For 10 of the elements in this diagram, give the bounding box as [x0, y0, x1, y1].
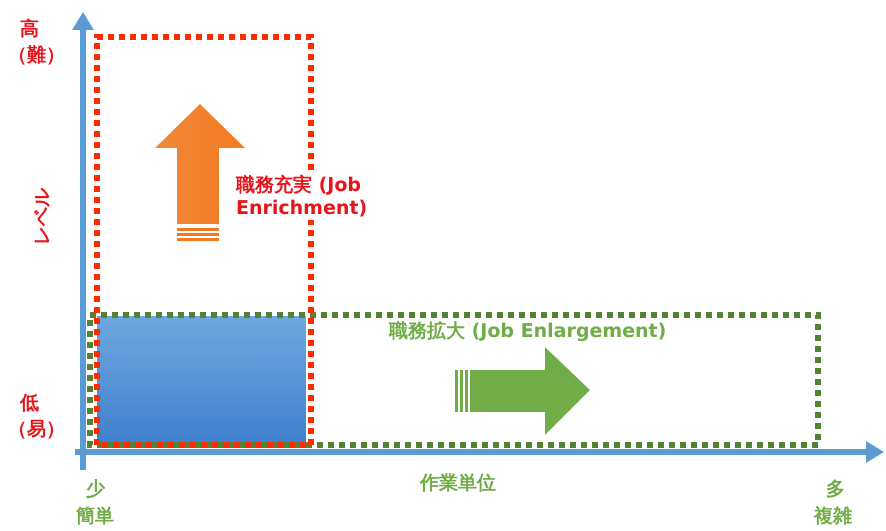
axis-label: （難）	[8, 44, 65, 67]
axis-label: 高	[20, 18, 39, 41]
axis-label: 複雑	[814, 505, 852, 528]
axis-label: （易）	[8, 418, 65, 441]
axis-label: 作業単位	[420, 472, 496, 495]
axis-label: 少	[86, 478, 105, 501]
axis-label: 低	[20, 392, 39, 415]
axis-title: レベル	[31, 188, 54, 245]
axis-label: 簡単	[76, 505, 114, 528]
axis-label: 多	[826, 478, 845, 501]
